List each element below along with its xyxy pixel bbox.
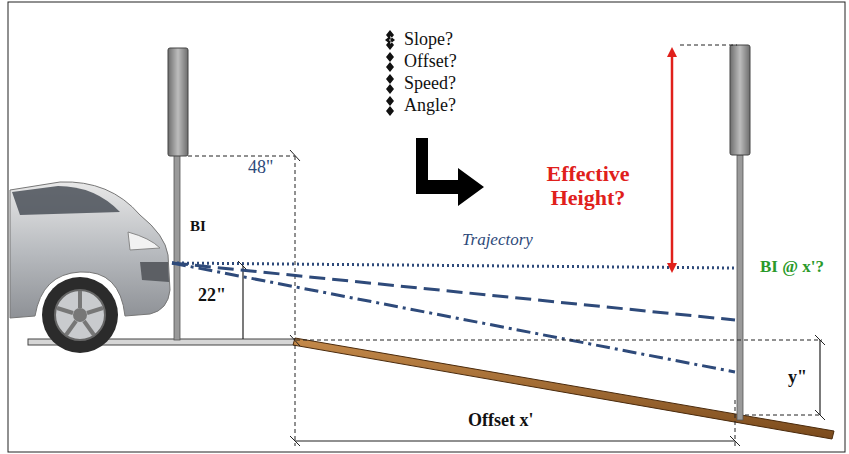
tick (815, 410, 825, 420)
tick (730, 436, 740, 446)
frame (8, 2, 845, 452)
offset-dimension (295, 440, 735, 441)
label: Speed? (404, 74, 456, 94)
height-dimension (188, 156, 295, 340)
offset-extension (295, 345, 296, 446)
tick (290, 150, 300, 161)
trajectory (172, 263, 735, 372)
label: BI @ x'? (760, 258, 824, 277)
label: Offset? (404, 52, 457, 72)
post (737, 155, 743, 420)
label: Angle? (404, 96, 456, 116)
post (174, 155, 180, 340)
label: y" (788, 368, 807, 388)
label: 48" (248, 158, 273, 178)
offset-extension (735, 400, 736, 446)
post-head (730, 45, 750, 155)
bullet-symbols (385, 30, 395, 116)
label: BI (190, 218, 206, 235)
tick (815, 335, 825, 345)
slope (293, 338, 834, 439)
label: Trajectory (462, 231, 533, 250)
y-dimension (819, 340, 820, 415)
effective-height-arrow (671, 52, 674, 268)
tick (290, 436, 300, 446)
label: Effective Height? (528, 162, 648, 210)
label: 22" (198, 286, 226, 306)
label: Offset x' (468, 411, 533, 431)
height-extension (680, 45, 737, 46)
bent-arrow (416, 138, 484, 206)
post-head (168, 48, 188, 156)
label: Slope? (404, 30, 453, 50)
bumper-dimension (242, 266, 243, 339)
ground-reference (296, 340, 822, 341)
y-extension (745, 415, 822, 416)
car (10, 182, 170, 353)
